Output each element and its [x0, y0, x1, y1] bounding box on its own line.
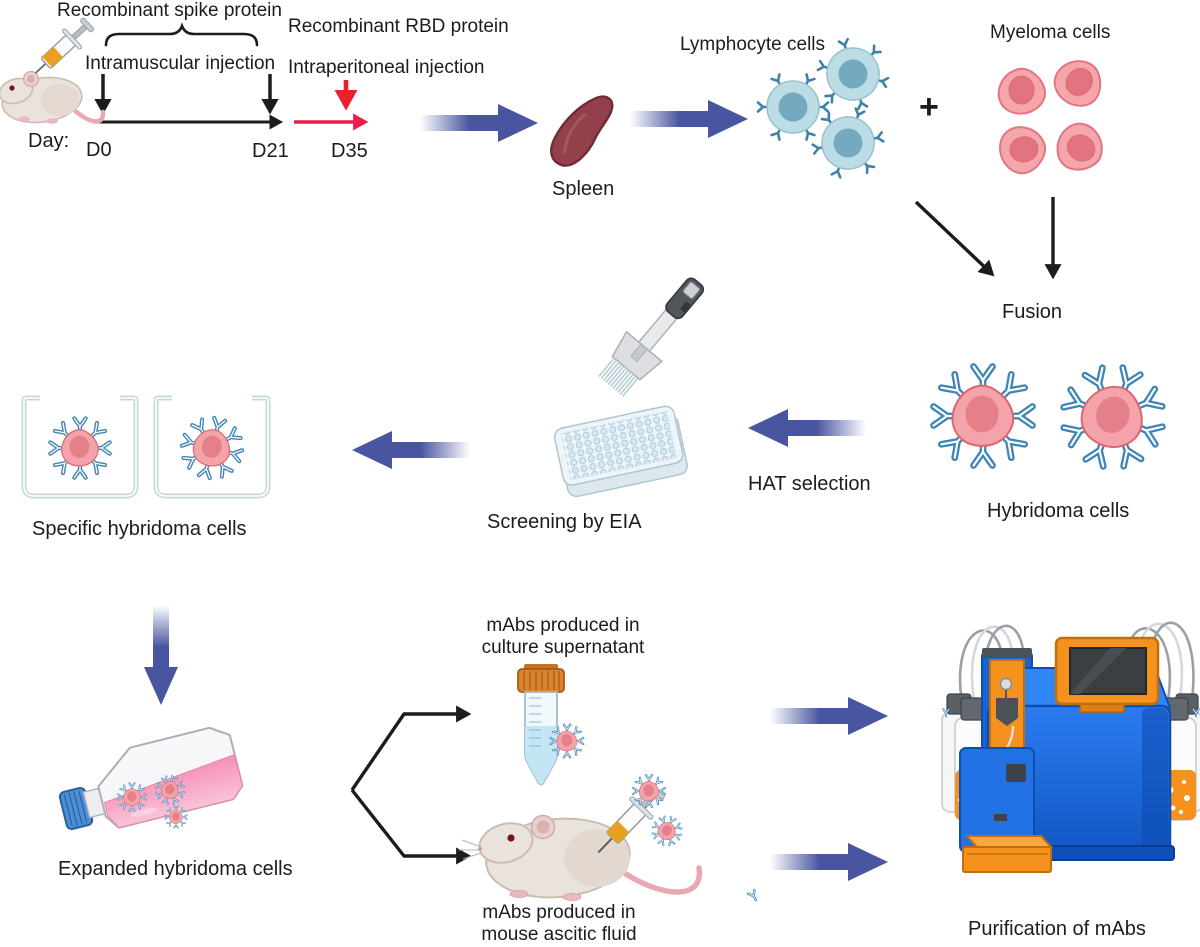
syringe-ascites-icon — [597, 783, 665, 854]
label-mabs-ascitic: mAbs produced in mouse ascitic fluid — [466, 902, 652, 946]
flow-arrow-to-spleen — [420, 104, 538, 142]
label-myeloma-cells: Myeloma cells — [990, 22, 1111, 43]
timeline — [94, 22, 369, 131]
mouse-icon — [0, 70, 106, 124]
label-line: mAbs produced in — [482, 902, 636, 923]
label-line: culture supernatant — [481, 637, 645, 658]
flow-arrow-to-lymphocytes — [630, 100, 748, 138]
label-d35: D35 — [331, 140, 368, 162]
falcon-tube-icon — [517, 664, 565, 786]
branch-arrows — [350, 705, 472, 865]
label-purification: Purification of mAbs — [968, 918, 1146, 940]
label-lymphocyte-cells: Lymphocyte cells — [680, 34, 826, 55]
flow-arrow-hat-selection — [748, 409, 866, 447]
label-spike-protein: Recombinant spike protein — [57, 0, 282, 21]
culture-wells-icon — [21, 395, 271, 499]
label-d0: D0 — [86, 139, 112, 161]
syringe-icon — [34, 17, 95, 74]
label-line: mouse ascitic fluid — [481, 924, 637, 945]
label-im-injection: Intramuscular injection — [85, 53, 276, 74]
label-ip-injection: Intraperitoneal injection — [288, 57, 485, 78]
label-d21: D21 — [252, 140, 289, 162]
label-day: Day: — [28, 130, 70, 152]
fusion-arrows — [914, 197, 1062, 280]
flow-arrow-purify-top — [770, 697, 888, 735]
purification-machine-icon — [941, 621, 1200, 873]
pipette-icon — [598, 277, 705, 397]
hybridoma-cells-icon — [934, 353, 1178, 482]
label-screening-eia: Screening by EIA — [487, 511, 642, 533]
plus-sign: + — [919, 88, 939, 126]
stray-antibody-icon — [746, 888, 761, 903]
label-hat-selection: HAT selection — [748, 473, 871, 495]
label-spleen: Spleen — [552, 178, 615, 200]
brace-icon — [104, 22, 259, 47]
ascites-cell — [648, 812, 686, 850]
label-hybridoma-cells: Hybridoma cells — [987, 500, 1130, 522]
flow-arrow-purify-bottom — [770, 843, 888, 881]
flow-arrow-to-wells — [352, 431, 470, 469]
spleen-icon — [550, 95, 614, 167]
label-expanded-hybridoma: Expanded hybridoma cells — [58, 858, 293, 880]
label-specific-hybridoma: Specific hybridoma cells — [32, 518, 247, 540]
flask-icon — [58, 726, 244, 831]
label-fusion: Fusion — [1002, 301, 1063, 323]
label-line: mAbs produced in — [486, 615, 640, 636]
well-plate-icon — [553, 405, 688, 498]
flow-arrow-expand — [144, 605, 178, 705]
label-rbd-protein: Recombinant RBD protein — [288, 16, 509, 37]
myeloma-cells-icon — [995, 49, 1112, 181]
mouse-ascites-icon — [459, 814, 703, 902]
label-mabs-supernatant: mAbs produced in culture supernatant — [470, 615, 656, 659]
lymphocyte-cells-icon — [758, 34, 895, 181]
